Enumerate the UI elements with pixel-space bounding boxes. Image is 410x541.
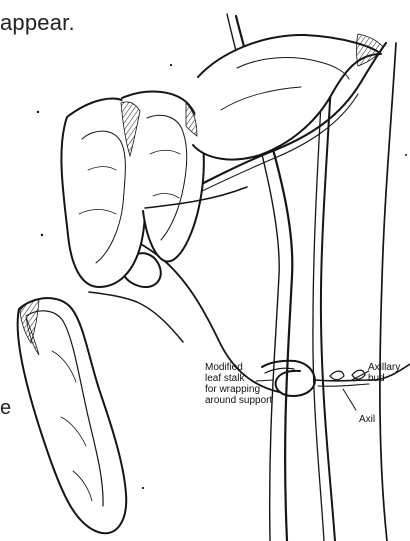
axil-branch-lower [318, 384, 369, 386]
label-axillary-line-2: bud [368, 373, 400, 384]
leaf-upper-right [193, 35, 381, 160]
label-line-1: Modified [205, 362, 272, 373]
support-stem-right [380, 43, 396, 541]
label-line-2: leaf stalk [205, 373, 272, 384]
axil-leader [343, 389, 356, 410]
label-axillary-line-1: Axillary [368, 362, 400, 373]
shade-top-right [357, 34, 384, 66]
support-stem-center [321, 64, 335, 541]
label-modified-leaf-stalk: Modified leaf stalk for wrapping around … [205, 362, 272, 406]
label-axil: Axil [359, 414, 375, 425]
axillary-bud-left [330, 371, 344, 380]
leaf-stalk-lower [89, 292, 183, 342]
label-line-3: for wrapping [205, 384, 272, 395]
label-axillary-bud: Axillary bud [368, 362, 400, 384]
label-line-4: around support [205, 395, 272, 406]
